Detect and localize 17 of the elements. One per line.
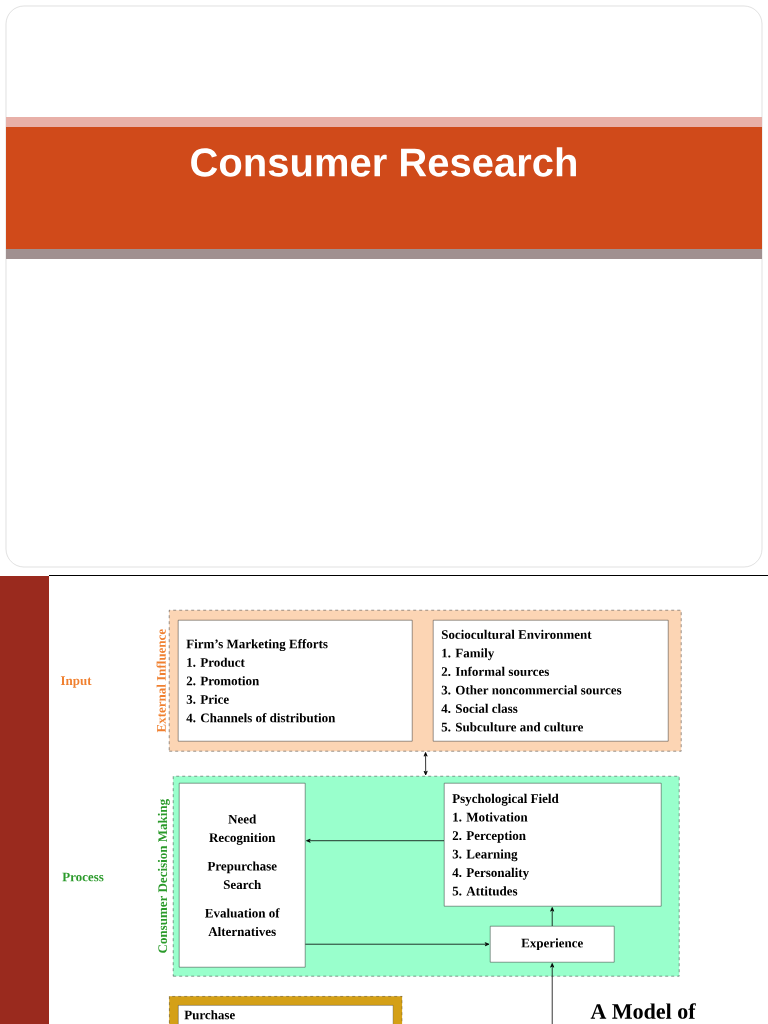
- heading: A Model of: [590, 1003, 696, 1019]
- arrow: [550, 907, 555, 927]
- arrow: [305, 942, 490, 947]
- text-box: Need Recognition Prepurchase Search Evaluation of Alternatives: [179, 783, 306, 968]
- arrow: [423, 752, 428, 776]
- arrow: [306, 838, 445, 843]
- node-label: Consumer Decision Making: [157, 799, 170, 953]
- text-box: Sociocultural Environment 1. Family 2. Informal sources 3. Other noncommercial sources 4. Social class 5. Subculture and culture: [433, 620, 669, 742]
- title-banner: Consumer Research: [6, 127, 762, 249]
- row-label: Process: [62, 872, 104, 882]
- text-box: Purchase: [178, 1005, 394, 1024]
- text-box: Experience: [490, 926, 615, 963]
- node-label: External Influence: [156, 629, 166, 733]
- text-box: Psychological Field 1. Motivation 2. Perception 3. Learning 4. Personality 5. Attitudes: [444, 783, 662, 907]
- row-label: Input: [60, 676, 92, 688]
- arrow: [550, 963, 555, 1024]
- text-box: Firm’s Marketing Efforts 1. Product 2. Promotion 3. Price 4. Channels of distribution: [178, 620, 413, 742]
